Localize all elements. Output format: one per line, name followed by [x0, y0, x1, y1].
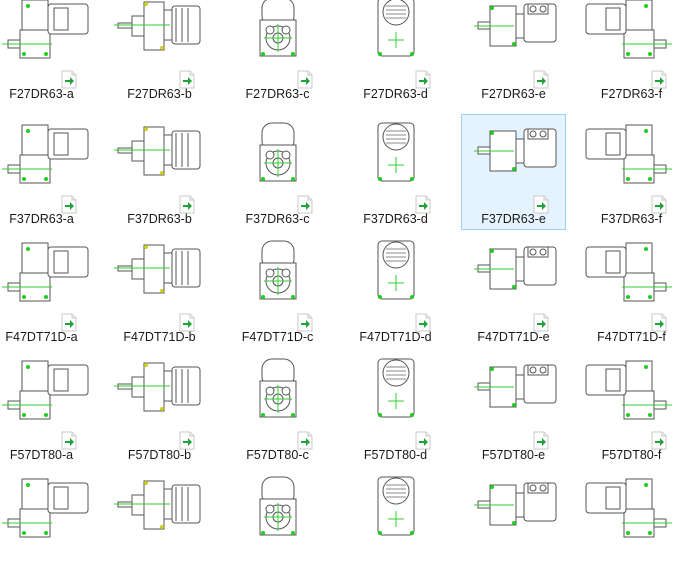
file-name: F47DT71D-b — [123, 330, 196, 344]
file-name: F47DT71D-e — [477, 330, 550, 344]
file-item[interactable] — [343, 468, 448, 584]
cad-drawing-thumbnail — [473, 128, 557, 172]
cad-drawing-thumbnail — [582, 471, 682, 545]
file-item[interactable] — [225, 468, 330, 584]
cad-drawing-thumbnail — [582, 0, 682, 66]
file-name: F37DR63-f — [600, 212, 663, 226]
file-name: F57DT80-c — [246, 448, 309, 462]
file-item[interactable] — [107, 468, 212, 584]
file-item[interactable] — [0, 468, 94, 584]
file-name: F57DT80-a — [9, 448, 74, 462]
file-name: F57DT80-e — [481, 448, 546, 462]
file-name: F37DR63-c — [245, 212, 310, 226]
file-item[interactable]: F37DR63-a — [0, 114, 94, 230]
file-name: F47DT71D-f — [597, 330, 666, 344]
file-name: F57DT80-b — [127, 448, 192, 462]
file-name: F57DT80-d — [363, 448, 428, 462]
cad-drawing-thumbnail — [377, 358, 415, 418]
file-item[interactable]: F57DT80-e — [461, 350, 566, 466]
cad-drawing-thumbnail — [582, 117, 682, 191]
cad-drawing-thumbnail — [473, 3, 557, 47]
file-name: F47DT71D-c — [241, 330, 314, 344]
file-item[interactable]: F47DT71D-d — [343, 232, 448, 348]
cad-drawing-thumbnail — [113, 362, 201, 412]
file-item[interactable]: F57DT80-a — [0, 350, 94, 466]
file-item[interactable]: F47DT71D-b — [107, 232, 212, 348]
file-item[interactable] — [461, 468, 566, 584]
cad-drawing-thumbnail — [473, 482, 557, 526]
file-name: F27DR63-c — [245, 87, 310, 101]
file-item[interactable]: F37DR63-d — [343, 114, 448, 230]
file-name: F57DT80-f — [601, 448, 662, 462]
cad-drawing-thumbnail — [377, 240, 415, 300]
cad-drawing-thumbnail — [113, 244, 201, 294]
cad-drawing-thumbnail — [259, 0, 297, 57]
file-item[interactable]: F57DT80-f — [579, 350, 684, 466]
cad-drawing-thumbnail — [259, 476, 297, 536]
file-item[interactable]: F27DR63-e — [461, 0, 566, 105]
file-item[interactable]: F47DT71D-f — [579, 232, 684, 348]
cad-drawing-thumbnail — [473, 364, 557, 408]
file-name: F27DR63-b — [127, 87, 192, 101]
cad-drawing-thumbnail — [259, 122, 297, 182]
cad-drawing-thumbnail — [377, 0, 415, 57]
file-item[interactable]: F27DR63-c — [225, 0, 330, 105]
file-item[interactable]: F37DR63-f — [579, 114, 684, 230]
cad-drawing-thumbnail — [377, 476, 415, 536]
file-item[interactable]: F47DT71D-c — [225, 232, 330, 348]
file-name: F27DR63-f — [600, 87, 663, 101]
cad-drawing-thumbnail — [1, 478, 89, 538]
file-item[interactable]: F37DR63-e — [461, 114, 566, 230]
file-name: F37DR63-d — [363, 212, 428, 226]
file-item[interactable]: F47DT71D-a — [0, 232, 94, 348]
file-item[interactable]: F37DR63-c — [225, 114, 330, 230]
file-item[interactable]: F57DT80-d — [343, 350, 448, 466]
file-item[interactable]: F27DR63-f — [579, 0, 684, 105]
file-name: F27DR63-e — [481, 87, 546, 101]
cad-drawing-thumbnail — [582, 353, 682, 427]
file-item[interactable]: F57DT80-b — [107, 350, 212, 466]
file-item[interactable] — [579, 468, 684, 584]
file-name: F27DR63-d — [363, 87, 428, 101]
cad-drawing-thumbnail — [473, 246, 557, 290]
cad-drawing-thumbnail — [1, 0, 89, 59]
file-name: F37DR63-e — [481, 212, 546, 226]
cad-drawing-thumbnail — [259, 240, 297, 300]
file-name: F37DR63-b — [127, 212, 192, 226]
file-item[interactable]: F57DT80-c — [225, 350, 330, 466]
cad-drawing-thumbnail — [1, 124, 89, 184]
file-item[interactable]: F47DT71D-e — [461, 232, 566, 348]
file-name: F47DT71D-d — [359, 330, 432, 344]
file-item[interactable]: F27DR63-d — [343, 0, 448, 105]
cad-drawing-thumbnail — [113, 480, 201, 530]
cad-drawing-thumbnail — [1, 360, 89, 420]
file-item[interactable]: F37DR63-b — [107, 114, 212, 230]
cad-drawing-thumbnail — [113, 126, 201, 176]
cad-drawing-thumbnail — [1, 242, 89, 302]
cad-drawing-thumbnail — [377, 122, 415, 182]
cad-drawing-thumbnail — [113, 1, 201, 51]
cad-drawing-thumbnail — [259, 358, 297, 418]
file-name: F27DR63-a — [9, 87, 74, 101]
file-name: F37DR63-a — [9, 212, 74, 226]
file-item[interactable]: F27DR63-a — [0, 0, 94, 105]
file-name: F47DT71D-a — [5, 330, 78, 344]
cad-drawing-thumbnail — [582, 235, 682, 309]
file-item[interactable]: F27DR63-b — [107, 0, 212, 105]
